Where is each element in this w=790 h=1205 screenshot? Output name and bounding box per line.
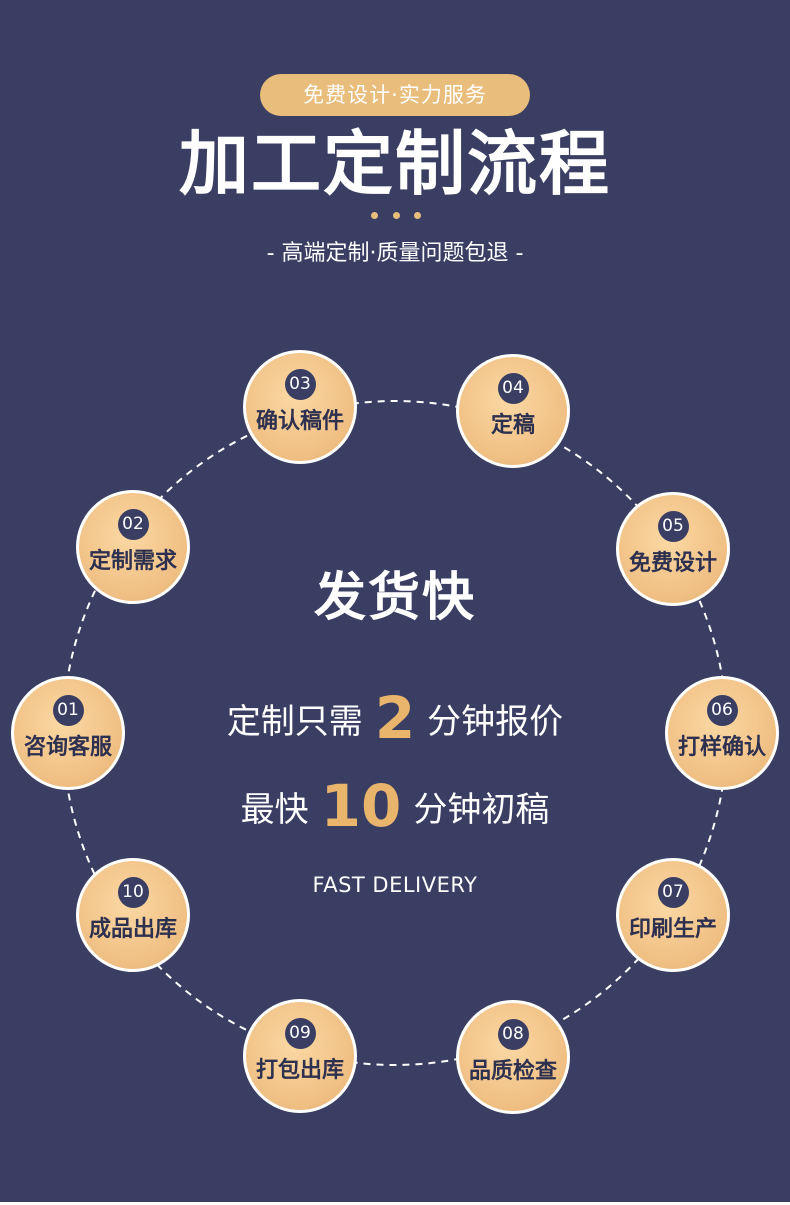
step-number-badge: 05: [657, 511, 689, 542]
step-number-badge: 10: [117, 877, 149, 908]
step-pack-ship: 09 打包出库: [243, 999, 357, 1113]
step-label: 定制需求: [88, 549, 177, 574]
step-label: 定稿: [490, 413, 535, 438]
step-consult-service: 01 咨询客服: [11, 676, 125, 790]
title-dots-decoration: [371, 212, 421, 220]
step-label: 免费设计: [628, 551, 717, 576]
step-quality-check: 08 品质检查: [456, 1000, 570, 1114]
dot-icon: [414, 212, 421, 219]
step-label: 咨询客服: [23, 735, 112, 760]
promo-draft-number: 10: [320, 772, 402, 840]
step-number-badge: 01: [52, 695, 84, 726]
promo-quote-prefix: 定制只需: [226, 701, 363, 742]
step-label: 品质检查: [468, 1059, 557, 1084]
promo-draft-prefix: 最快: [240, 789, 309, 830]
step-number-badge: 06: [706, 695, 738, 726]
step-free-design: 05 免费设计: [616, 492, 730, 606]
dot-icon: [371, 212, 378, 219]
step-finished-outbound: 10 成品出库: [76, 858, 190, 972]
step-print-production: 07 印刷生产: [616, 858, 730, 972]
step-label: 打样确认: [677, 735, 766, 760]
promo-draft-suffix: 分钟初稿: [413, 789, 550, 830]
step-custom-requirements: 02 定制需求: [76, 490, 190, 604]
step-confirm-draft: 03 确认稿件: [243, 350, 357, 464]
service-badge: 免费设计·实力服务: [260, 74, 530, 116]
page-title: 加工定制流程: [179, 123, 611, 205]
english-caption: FAST DELIVERY: [312, 873, 478, 897]
promo-line-quote: 定制只需 2 分钟报价: [0, 686, 790, 750]
step-number-badge: 09: [284, 1018, 316, 1049]
step-label: 打包出库: [255, 1058, 344, 1083]
dot-icon: [392, 212, 400, 219]
step-number-badge: 03: [284, 369, 316, 400]
step-number-badge: 07: [657, 877, 689, 908]
step-label: 确认稿件: [255, 409, 344, 434]
step-sample-confirm: 06 打样确认: [665, 676, 779, 790]
step-label: 成品出库: [88, 917, 177, 942]
promo-quote-suffix: 分钟报价: [427, 701, 564, 742]
promo-line-draft: 最快 10 分钟初稿: [0, 774, 790, 838]
step-number-badge: 04: [497, 373, 529, 404]
page-subtitle: - 高端定制·质量问题包退 -: [266, 241, 524, 266]
step-finalize: 04 定稿: [456, 354, 570, 468]
step-number-badge: 08: [497, 1019, 529, 1050]
step-number-badge: 02: [117, 509, 149, 540]
step-label: 印刷生产: [628, 917, 717, 942]
center-title: 发货快: [313, 568, 476, 628]
promo-quote-number: 2: [374, 684, 416, 752]
